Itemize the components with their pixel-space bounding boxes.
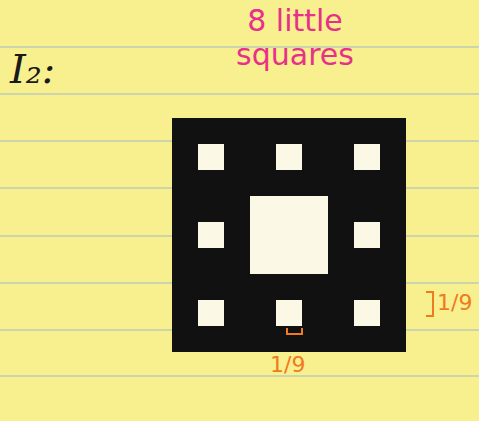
ruled-lines [0, 47, 479, 376]
note: 8 little squares [190, 4, 400, 72]
carpet-hole [276, 300, 302, 326]
carpet-hole [198, 222, 224, 248]
carpet-square [172, 118, 406, 352]
carpet-hole [354, 144, 380, 170]
dimension-bracket [426, 292, 433, 316]
dimension-bracket [287, 328, 302, 334]
dimension-label: 1/9 [270, 352, 305, 377]
set-name: I₂: [10, 46, 55, 92]
carpet-hole [276, 144, 302, 170]
sierpinski-carpet [172, 118, 406, 352]
carpet-hole [198, 144, 224, 170]
carpet-hole [354, 300, 380, 326]
carpet-hole [354, 222, 380, 248]
carpet-hole [198, 300, 224, 326]
dimension-label: 1/9 [437, 290, 472, 315]
carpet-hole [250, 196, 328, 274]
